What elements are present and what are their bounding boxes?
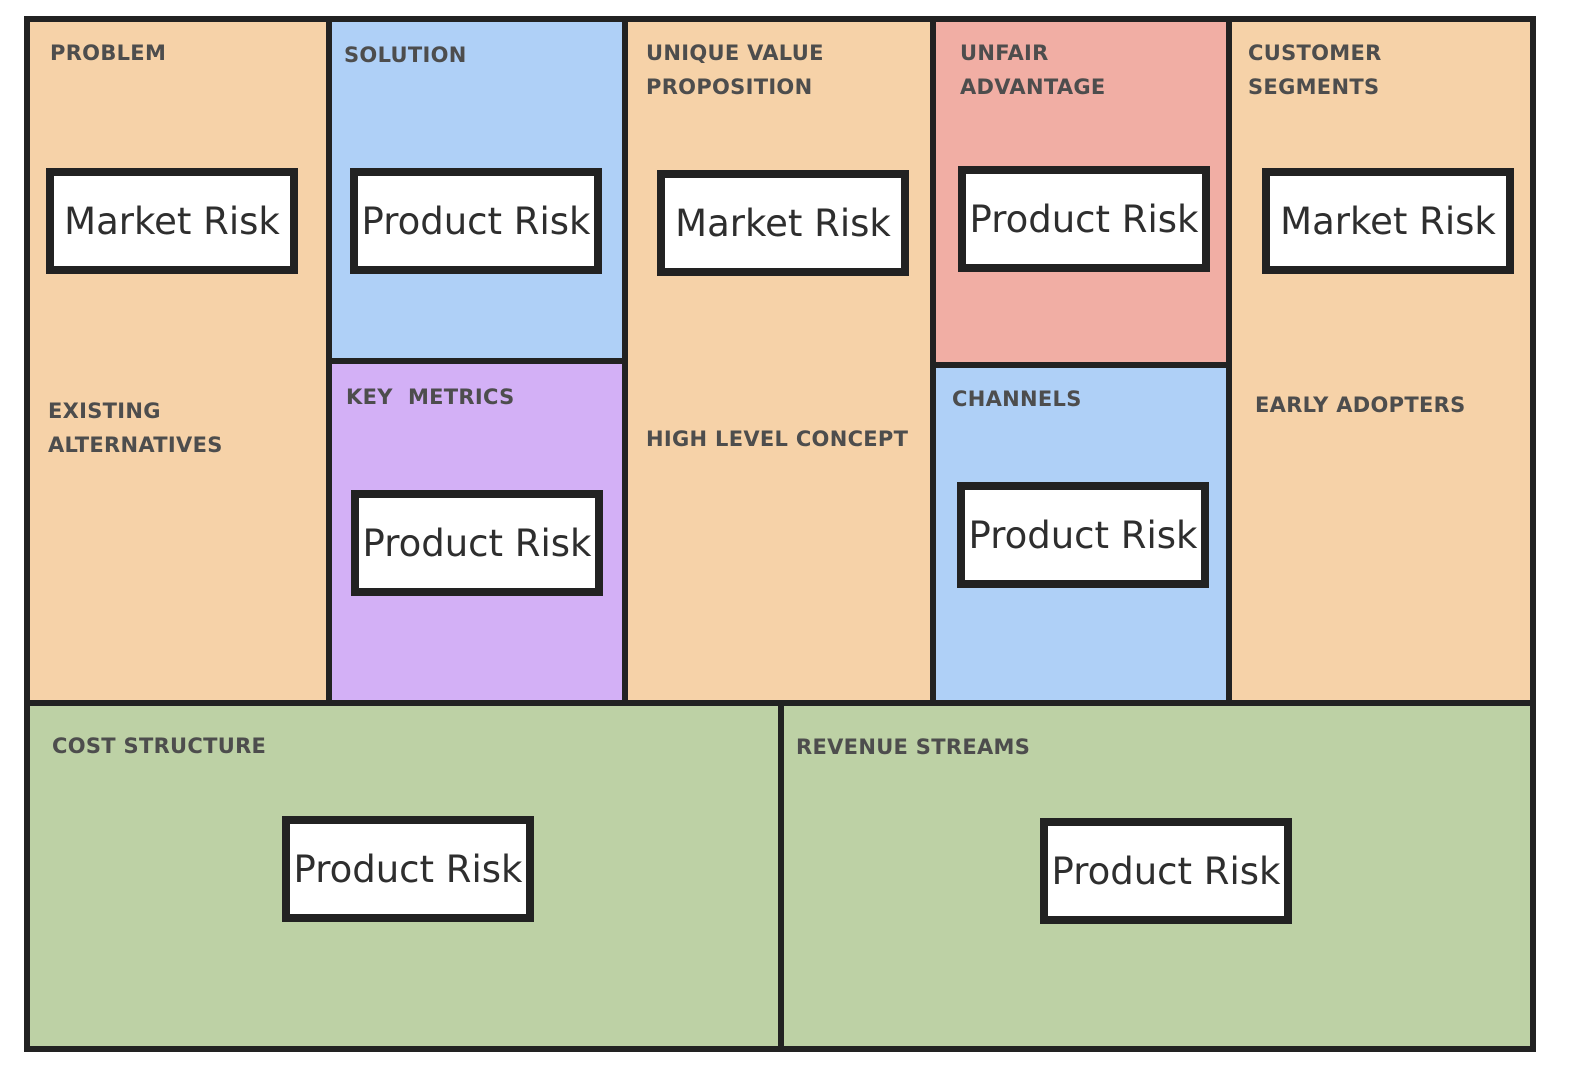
cost-structure-label: COST STRUCTURE xyxy=(52,734,267,758)
channels-risk-box: Product Risk xyxy=(957,482,1209,588)
high-level-concept-label: HIGH LEVEL CONCEPT xyxy=(646,427,909,451)
problem-risk-box: Market Risk xyxy=(46,168,298,274)
problem-block xyxy=(24,16,332,706)
unique-value-proposition-block xyxy=(622,16,936,706)
customer-segments-label: CUSTOMER SEGMENTS xyxy=(1248,41,1382,99)
key-metrics-risk-box: Product Risk xyxy=(351,490,603,596)
solution-risk-box: Product Risk xyxy=(350,168,602,274)
unique-value-proposition-risk-box: Market Risk xyxy=(657,170,909,276)
unfair-advantage-label: UNFAIR ADVANTAGE xyxy=(960,41,1106,99)
unfair-advantage-risk-box: Product Risk xyxy=(958,166,1210,272)
solution-label: SOLUTION xyxy=(344,43,467,67)
customer-segments-risk-box: Market Risk xyxy=(1262,168,1514,274)
revenue-streams-risk-box: Product Risk xyxy=(1040,818,1292,924)
cost-structure-risk-box: Product Risk xyxy=(282,816,534,922)
customer-segments-block xyxy=(1226,16,1536,706)
revenue-streams-label: REVENUE STREAMS xyxy=(796,735,1031,759)
channels-label: CHANNELS xyxy=(952,387,1082,411)
unique-value-proposition-label: UNIQUE VALUE PROPOSITION xyxy=(646,41,824,99)
key-metrics-label: KEY METRICS xyxy=(346,385,515,409)
existing-alternatives-label: EXISTING ALTERNATIVES xyxy=(48,399,223,457)
early-adopters-label: EARLY ADOPTERS xyxy=(1255,393,1466,417)
problem-label: PROBLEM xyxy=(50,41,167,65)
